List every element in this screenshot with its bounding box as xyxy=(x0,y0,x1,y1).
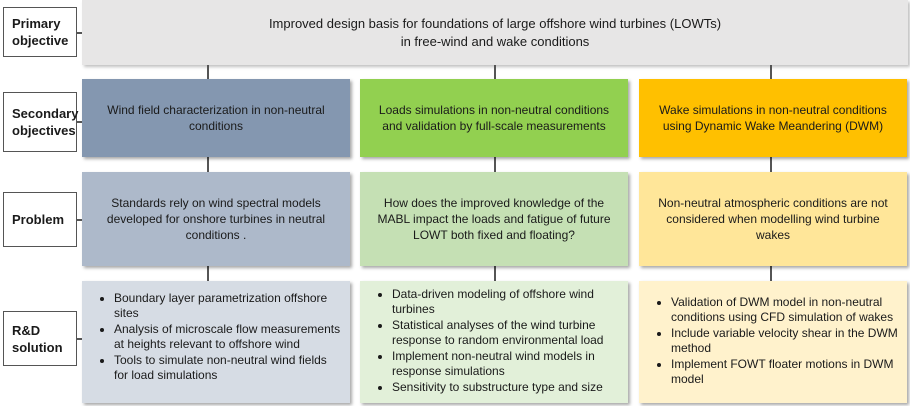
connector-col3-secondary-problem xyxy=(770,157,772,172)
list-item: Statistical analyses of the wind turbine… xyxy=(392,318,620,348)
label-problem: Problem xyxy=(3,192,77,247)
connector-label-secondary xyxy=(77,121,82,123)
col2-secondary-text: Loads simulations in non-neutral conditi… xyxy=(378,103,610,133)
list-item: Implement non-neutral wind models in res… xyxy=(392,349,620,379)
list-item: Tools to simulate non-neutral wind field… xyxy=(114,353,342,383)
list-item: Include variable velocity shear in the D… xyxy=(671,326,899,356)
col3-problem-text: Non-neutral atmospheric conditions are n… xyxy=(658,196,888,242)
connector-label-rd xyxy=(77,338,82,340)
col2-problem-box: How does the improved knowledge of the M… xyxy=(360,172,628,266)
primary-objective-line1: Improved design basis for foundations of… xyxy=(268,15,722,31)
col3-rd-box: Validation of DWM model in non-neutral c… xyxy=(639,281,907,403)
label-problem-text: Problem xyxy=(12,212,65,227)
primary-objective-box: Improved design basis for foundations of… xyxy=(82,0,908,65)
col1-rd-box: Boundary layer parametrization offshore … xyxy=(82,281,350,403)
col1-secondary-text: Wind field characterization in non-neutr… xyxy=(107,103,325,133)
connector-col2-primary-secondary xyxy=(494,65,496,79)
list-item: Boundary layer parametrization offshore … xyxy=(114,291,342,321)
list-item: Validation of DWM model in non-neutral c… xyxy=(671,295,899,325)
label-secondary-objectives-text: Secondary objectives xyxy=(12,106,79,138)
col2-rd-box: Data-driven modeling of offshore wind tu… xyxy=(360,281,628,403)
col2-secondary-box: Loads simulations in non-neutral conditi… xyxy=(360,79,628,157)
col3-secondary-text: Wake simulations in non-neutral conditio… xyxy=(659,103,887,133)
list-item: Implement FOWT floater motions in DWM mo… xyxy=(671,357,899,387)
label-primary-objective: Primary objective xyxy=(3,7,77,57)
col1-problem-box: Standards rely on wind spectral models d… xyxy=(82,172,350,266)
connector-col1-secondary-problem xyxy=(207,157,209,172)
connector-col2-problem-rd xyxy=(494,266,496,281)
connector-col1-problem-rd xyxy=(207,266,209,281)
col2-rd-list: Data-driven modeling of offshore wind tu… xyxy=(368,287,620,395)
connector-col1-primary-secondary xyxy=(207,65,209,79)
col1-problem-text: Standards rely on wind spectral models d… xyxy=(106,196,326,242)
col1-rd-list: Boundary layer parametrization offshore … xyxy=(90,291,342,383)
label-secondary-objectives: Secondary objectives xyxy=(3,92,79,152)
col3-problem-box: Non-neutral atmospheric conditions are n… xyxy=(639,172,907,266)
label-primary-objective-text: Primary objective xyxy=(12,16,69,48)
col3-secondary-box: Wake simulations in non-neutral conditio… xyxy=(639,79,907,157)
connector-col2-secondary-problem xyxy=(494,157,496,172)
connector-col3-primary-secondary xyxy=(770,65,772,79)
label-rd-solution-text: R&D solution xyxy=(12,322,63,355)
primary-objective-line2: in free-wind and wake conditions xyxy=(400,33,590,49)
col1-secondary-box: Wind field characterization in non-neutr… xyxy=(82,79,350,157)
connector-label-primary xyxy=(77,32,82,34)
connector-col3-problem-rd xyxy=(770,266,772,281)
col2-problem-text: How does the improved knowledge of the M… xyxy=(377,196,611,242)
label-rd-solution: R&D solution xyxy=(3,311,77,366)
col3-rd-list: Validation of DWM model in non-neutral c… xyxy=(647,295,899,387)
list-item: Analysis of microscale flow measurements… xyxy=(114,322,342,352)
list-item: Sensitivity to substructure type and siz… xyxy=(392,380,620,395)
list-item: Data-driven modeling of offshore wind tu… xyxy=(392,287,620,317)
connector-label-problem xyxy=(77,219,82,221)
